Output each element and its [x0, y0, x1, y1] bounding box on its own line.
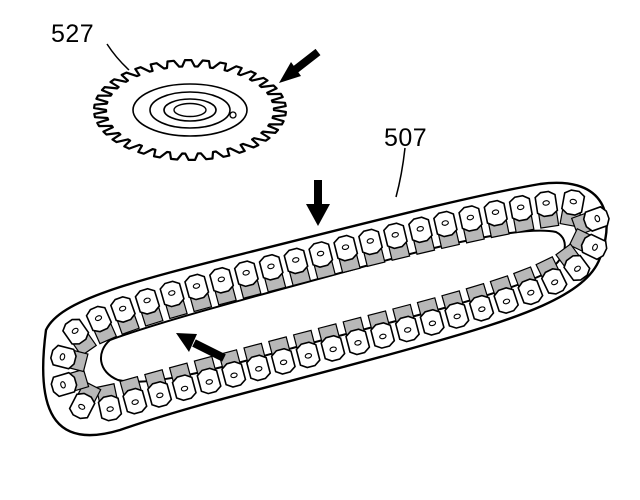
sprocket-bore	[173, 102, 207, 118]
chain-link	[134, 287, 164, 327]
chain-link	[292, 329, 321, 369]
chain-link	[382, 222, 411, 262]
chain-link	[184, 273, 213, 313]
chain-link	[458, 205, 485, 244]
sprocket-dowel-hole	[229, 111, 237, 119]
sprocket-hub-ring-mid	[149, 91, 231, 129]
chain-link	[159, 280, 188, 320]
chain-link	[489, 275, 520, 314]
chain-link	[243, 342, 272, 382]
chain-link	[317, 323, 346, 362]
drive-chain	[41, 181, 610, 437]
chain-link	[512, 266, 544, 306]
chain-link	[233, 260, 262, 299]
chain-link	[441, 290, 470, 329]
chain-link	[208, 266, 237, 306]
arrow-icon-chain-top-mark	[306, 180, 330, 226]
chain-link	[568, 227, 608, 261]
callout-label-chain: 507	[384, 124, 428, 152]
sprocket-gear	[93, 59, 287, 161]
chain-link	[416, 297, 445, 336]
leader-line-507	[395, 147, 406, 198]
chain-link	[367, 310, 396, 349]
chain-link	[49, 344, 89, 373]
sprocket-teeth	[93, 59, 287, 161]
chain-link	[465, 282, 495, 322]
chain-link	[218, 349, 247, 388]
chain-link	[358, 228, 386, 268]
chain-link	[62, 318, 98, 357]
chain-link	[85, 305, 118, 345]
chain-link	[119, 375, 148, 415]
chain-link	[483, 199, 510, 239]
chain-link	[283, 247, 312, 287]
sprocket-hub-ring-inner	[163, 98, 217, 122]
chain-link	[193, 355, 222, 395]
chain-link	[68, 380, 102, 420]
leader-line-527	[106, 43, 130, 71]
chain-link	[433, 210, 461, 250]
chain-link	[342, 316, 371, 356]
arrow-icon-sprocket-timing-mark	[279, 48, 321, 83]
chain-link	[333, 234, 361, 274]
chain-link	[408, 216, 436, 255]
chain-link	[168, 362, 197, 402]
chain-link	[392, 303, 421, 343]
chain-link	[258, 253, 287, 293]
sprocket-hub-ring-outer	[132, 83, 248, 137]
chain-link	[308, 241, 336, 280]
chain-link	[535, 255, 568, 295]
callout-label-sprocket: 527	[51, 20, 95, 48]
chain-link	[508, 194, 535, 234]
arrow-icon-chain-side-mark	[176, 333, 226, 362]
chain-link	[268, 336, 296, 375]
chain-link	[109, 296, 140, 335]
chain-link	[50, 368, 90, 398]
chain-link-group	[49, 189, 610, 422]
chain-link	[534, 190, 560, 229]
chain-link	[95, 383, 123, 422]
chain-link	[144, 369, 173, 408]
chain-link	[555, 243, 591, 282]
